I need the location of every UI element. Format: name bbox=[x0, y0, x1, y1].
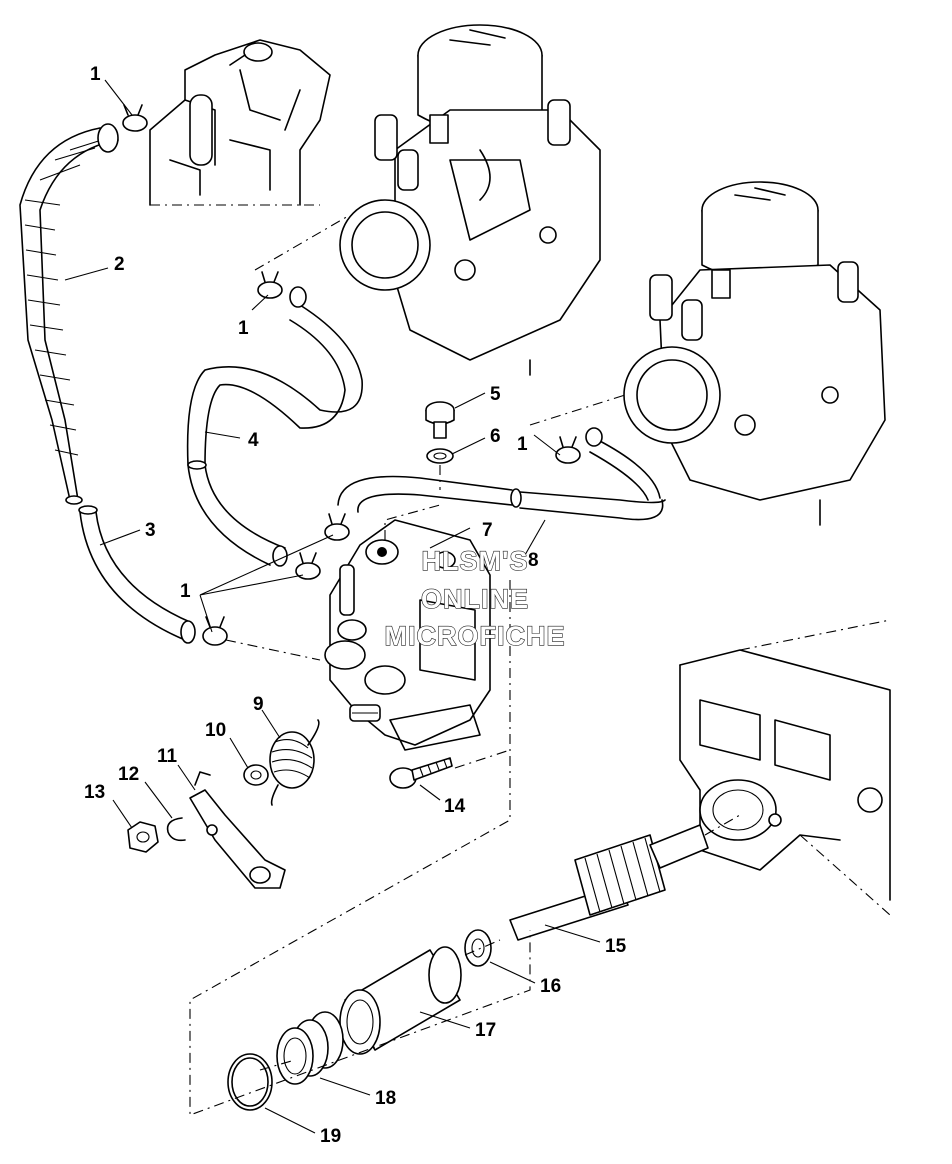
watermark-line-1: HLSM'S bbox=[422, 546, 529, 576]
sleeve-17 bbox=[339, 946, 462, 1055]
drive-shaft-15 bbox=[509, 814, 741, 941]
callout-6: 6 bbox=[490, 426, 501, 447]
callout-12: 12 bbox=[118, 764, 139, 785]
spring-18 bbox=[276, 1011, 344, 1085]
callout-8: 8 bbox=[528, 550, 539, 571]
watermark-line-2: ONLINE bbox=[421, 584, 529, 614]
callout-11: 11 bbox=[157, 746, 178, 767]
callout-16: 16 bbox=[540, 976, 561, 997]
callout-13: 13 bbox=[84, 782, 105, 803]
hose-3 bbox=[78, 505, 196, 644]
hose-clamps bbox=[122, 104, 581, 646]
callout-9: 9 bbox=[253, 694, 264, 715]
nut-13 bbox=[127, 821, 159, 853]
ring-12 bbox=[166, 817, 186, 842]
washer-16 bbox=[464, 929, 492, 967]
callout-labels: 1 2 1 5 4 6 1 3 7 8 1 9 10 11 12 13 14 1… bbox=[84, 64, 627, 1147]
leader-lines bbox=[64, 79, 601, 1134]
callout-17: 17 bbox=[475, 1020, 496, 1041]
callout-7: 7 bbox=[482, 520, 493, 541]
callout-1b: 1 bbox=[238, 318, 249, 339]
spring-9 bbox=[269, 719, 320, 806]
callout-19: 19 bbox=[320, 1126, 341, 1147]
callout-1d: 1 bbox=[180, 581, 191, 602]
callout-1c: 1 bbox=[517, 434, 528, 455]
callout-2: 2 bbox=[114, 254, 125, 275]
watermark-line-3: MICROFICHE bbox=[385, 621, 566, 651]
oil-pump bbox=[324, 519, 491, 751]
callout-18: 18 bbox=[375, 1088, 396, 1109]
callout-14: 14 bbox=[444, 796, 466, 817]
hose-8 bbox=[337, 427, 666, 521]
carburetor-2 bbox=[623, 181, 886, 526]
engine-crankcase-top bbox=[149, 39, 331, 206]
o-ring-19 bbox=[227, 1053, 273, 1111]
alignment-lines bbox=[189, 214, 626, 1116]
watermark: HLSM'S ONLINE MICROFICHE bbox=[384, 545, 566, 651]
callout-3: 3 bbox=[145, 520, 156, 541]
washer-6 bbox=[426, 448, 454, 464]
banjo-bolt-5 bbox=[425, 401, 455, 439]
carburetor-1 bbox=[339, 24, 601, 376]
washer-10 bbox=[243, 764, 269, 786]
hose-4 bbox=[186, 286, 363, 567]
callout-1a: 1 bbox=[90, 64, 101, 85]
hose-coiled-2 bbox=[19, 123, 119, 505]
callout-15: 15 bbox=[605, 936, 627, 957]
screw-14 bbox=[389, 757, 453, 789]
callout-4: 4 bbox=[248, 430, 259, 451]
lever-11 bbox=[189, 771, 286, 889]
engine-crankcase-lower bbox=[679, 619, 891, 916]
callout-10: 10 bbox=[205, 720, 226, 741]
callout-5: 5 bbox=[490, 384, 501, 405]
